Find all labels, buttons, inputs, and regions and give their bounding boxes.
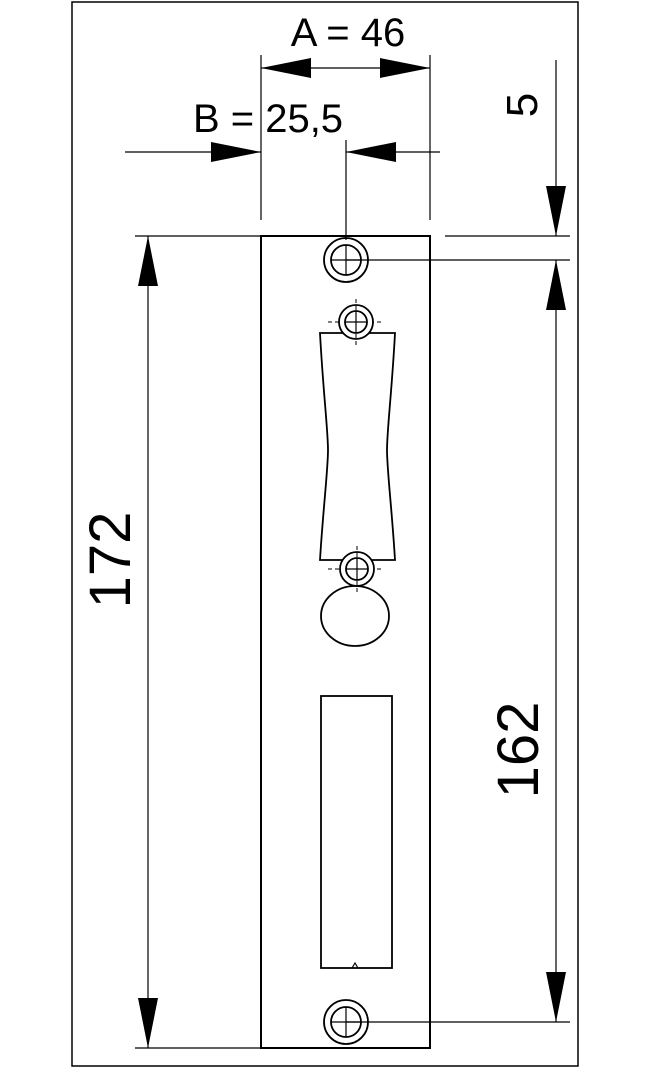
dimension-a-label: A = 46 xyxy=(291,11,406,55)
dimension-b xyxy=(125,140,440,240)
dimension-total-height-label: 172 xyxy=(78,512,143,609)
rectangular-slot xyxy=(320,695,393,969)
dimension-b-label: B = 25,5 xyxy=(193,97,343,141)
latch-pocket xyxy=(319,332,396,561)
dimension-a xyxy=(260,55,431,220)
round-cutout xyxy=(320,585,390,647)
screw-pocket-bottom xyxy=(328,546,384,592)
slot-notch xyxy=(351,961,359,969)
drawing-frame xyxy=(71,1,579,1067)
screw-pocket-top xyxy=(328,299,382,345)
dimension-hole-spacing xyxy=(346,260,570,1023)
dimension-offset xyxy=(346,60,570,261)
dimension-hole-spacing-label: 162 xyxy=(486,702,551,799)
dimension-total-height xyxy=(135,235,261,1049)
dimension-offset-label: 5 xyxy=(498,93,547,117)
